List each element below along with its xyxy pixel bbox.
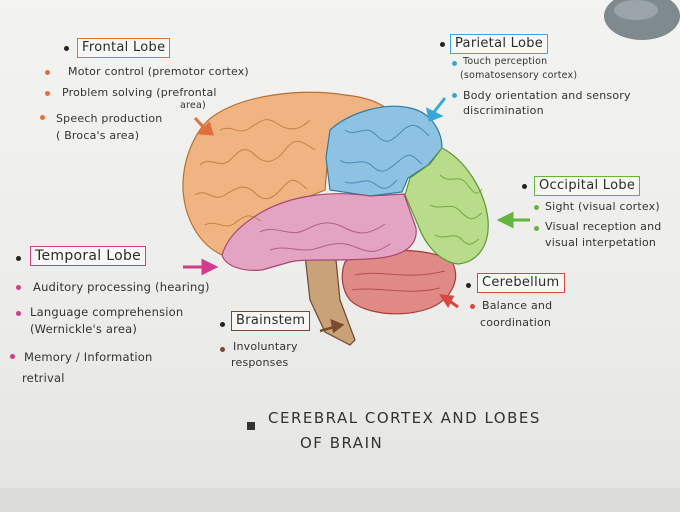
parietal-lobe-label: Parietal Lobe	[450, 34, 549, 54]
parietal-arrow	[425, 97, 447, 123]
stone-paperweight	[604, 0, 680, 40]
cerebellum-arrow	[438, 294, 459, 309]
title-bullet-square	[247, 422, 255, 430]
parietal-point-cont: (somatosensory cortex)	[460, 70, 578, 81]
temporal-point-dot	[10, 354, 15, 359]
brainstem-point: Involuntary	[233, 340, 298, 353]
cerebellum-label: Cerebellum	[477, 273, 565, 293]
occipital-point: Sight (visual cortex)	[545, 200, 660, 213]
temporal-bullet	[16, 256, 21, 261]
frontal-point: Problem solving (prefrontal	[62, 86, 217, 99]
brainstem-point-cont: responses	[231, 356, 289, 369]
brainstem-bullet	[220, 322, 225, 327]
frontal-point-dot	[40, 115, 45, 120]
occipital-lobe-label: Occipital Lobe	[534, 176, 641, 196]
parietal-point-dot	[452, 93, 457, 98]
diagram-title-line2: OF BRAIN	[300, 434, 384, 452]
brainstem-point-dot	[220, 347, 225, 352]
diagram-title: CEREBRAL CORTEX AND LOBES	[268, 409, 541, 427]
parietal-point-dot	[452, 61, 457, 66]
frontal-point-dot	[45, 70, 50, 75]
temporal-point: Memory / Information	[24, 350, 153, 364]
parietal-bullet	[440, 42, 445, 47]
cerebellum-region	[341, 249, 457, 315]
cerebellum-point-dot	[470, 304, 475, 309]
occipital-point-cont: visual interpetation	[545, 236, 657, 249]
occipital-bullet	[522, 184, 527, 189]
cerebellum-point: Balance and	[482, 299, 553, 312]
temporal-point-dot	[16, 285, 21, 290]
frontal-point-cont: area)	[180, 100, 206, 111]
occipital-point-dot	[534, 205, 539, 210]
temporal-point-cont: (Wernickle's area)	[30, 322, 138, 336]
brainstem-label: Brainstem	[231, 311, 311, 331]
brainstem-arrow	[319, 318, 345, 334]
temporal-lobe-label: Temporal Lobe	[30, 246, 147, 266]
temporal-point: Auditory processing (hearing)	[33, 280, 210, 294]
occipital-point: Visual reception and	[545, 220, 662, 233]
occipital-arrow	[496, 211, 530, 229]
temporal-point-dot	[16, 311, 21, 316]
parietal-lobe-region	[325, 105, 443, 197]
frontal-point: Speech production	[56, 112, 163, 125]
temporal-arrow	[183, 258, 219, 276]
temporal-point: Language comprehension	[30, 305, 184, 319]
cerebellum-point-cont: coordination	[480, 316, 552, 329]
frontal-lobe-label: Frontal Lobe	[77, 38, 171, 58]
cerebellum-bullet	[466, 283, 471, 288]
frontal-point-cont: ( Broca's area)	[56, 129, 140, 142]
parietal-point: Body orientation and sensory	[463, 89, 631, 102]
parietal-point-cont: discrimination	[463, 104, 544, 117]
parietal-point: Touch perception	[463, 56, 548, 67]
temporal-point-cont: retrival	[22, 371, 65, 385]
frontal-point-dot	[45, 91, 50, 96]
occipital-point-dot	[534, 226, 539, 231]
frontal-arrow	[193, 116, 215, 136]
frontal-bullet	[64, 46, 69, 51]
frontal-point: Motor control (premotor cortex)	[68, 65, 249, 78]
paper-edge	[0, 488, 680, 512]
